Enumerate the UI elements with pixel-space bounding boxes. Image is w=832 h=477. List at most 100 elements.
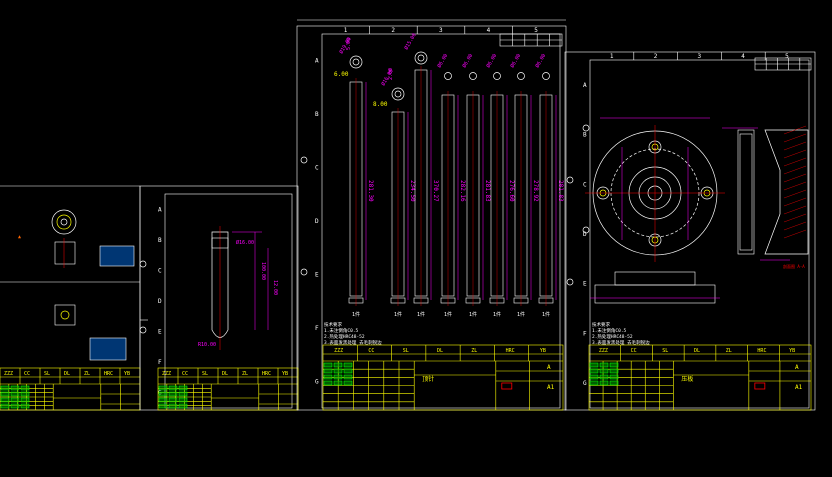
title-cell-fill — [168, 403, 178, 409]
pin-end-view — [444, 72, 452, 80]
pin-diameter-dim: Ø15.00 — [403, 32, 418, 51]
title-header-cell: ZZZ — [162, 371, 171, 377]
grid-column-label: 2 — [654, 53, 658, 60]
tech-note: 2.热处理HRC48-52 — [324, 333, 365, 340]
tech-note: 3.表面发黑处理 去毛刺锐边 — [592, 339, 650, 346]
pin-qty-label: 1件 — [417, 311, 425, 318]
section-hatch — [783, 189, 807, 199]
grid-column-label: 4 — [741, 53, 745, 60]
part-view-circle — [56, 214, 72, 230]
title-header-cell: HRC — [104, 371, 113, 377]
grid-row-label: E — [158, 329, 162, 336]
section-hatch — [783, 165, 807, 175]
scale-label: A — [795, 364, 799, 371]
grid-row-label: A — [315, 58, 319, 65]
title-header-cell: HRC — [757, 348, 766, 354]
section-hatch — [783, 141, 807, 151]
dimension-text: 8.00 — [373, 101, 388, 108]
hinge-circle — [300, 156, 308, 164]
bottom-view — [594, 284, 716, 304]
title-header-cell: SL — [403, 348, 409, 354]
pin-length-dim: 282.16 — [459, 180, 466, 202]
title-cell-fill — [10, 403, 20, 409]
sheet-middle: ABCDEFGØ16.00100.0012.00R10.00ZZZCCSLDLZ… — [139, 185, 299, 411]
title-header-cell: DL — [64, 371, 70, 377]
grid-row-label: F — [583, 330, 587, 337]
grid-row-label: B — [158, 237, 162, 244]
title-header-cell: ZL — [242, 371, 248, 377]
title-header-cell: DL — [222, 371, 228, 377]
grid-row-label: D — [158, 298, 162, 305]
bom-table — [99, 245, 135, 267]
title-cell-fill — [599, 362, 609, 368]
title-cell-fill — [20, 397, 30, 403]
dimension-text: 5.00 — [346, 38, 352, 50]
pin-qty-label: 1件 — [352, 311, 360, 318]
title-cell-fill — [10, 397, 20, 403]
marker-icon: ▲ — [18, 234, 21, 240]
grid-column-label: 5 — [785, 53, 789, 60]
title-header-cell: ZL — [471, 348, 477, 354]
pin-end-view — [517, 72, 525, 80]
section-hatch — [783, 197, 807, 207]
grid-column-label: 5 — [534, 27, 538, 34]
title-cell-fill — [599, 368, 609, 374]
grid-column-label: 1 — [610, 53, 614, 60]
slot-head — [211, 237, 229, 249]
side-view — [737, 129, 755, 255]
title-cell-fill — [343, 362, 353, 368]
tech-note: 技术要求 — [324, 321, 342, 328]
title-cell-fill — [323, 362, 333, 368]
title-cell-fill — [333, 368, 343, 374]
title-header-cell: YB — [789, 348, 795, 354]
part-view-rect — [54, 304, 76, 326]
title-cell-fill — [168, 391, 178, 397]
title-cell-fill — [158, 403, 168, 409]
grid-row-label: B — [583, 132, 587, 139]
pin-end-view — [469, 72, 477, 80]
slot-part — [211, 231, 229, 338]
section-hatch — [783, 229, 807, 239]
projection-symbol — [754, 382, 766, 390]
pin-end-view — [394, 90, 402, 98]
sheet-inner-frame — [589, 59, 810, 409]
grid-column-label: 4 — [487, 27, 491, 34]
title-cell-fill — [599, 380, 609, 386]
title-cell-fill — [158, 397, 168, 403]
title-block — [157, 367, 299, 411]
section-hatch — [783, 125, 807, 135]
pin-end-view — [352, 58, 360, 66]
hinge-circle — [566, 176, 574, 184]
title-header-cell: ZL — [726, 348, 732, 354]
title-cell-fill — [0, 391, 10, 397]
grid-row-label: B — [315, 111, 319, 118]
part-view-circle — [60, 218, 68, 226]
title-cell-fill — [178, 391, 188, 397]
title-cell-fill — [178, 385, 188, 391]
pin-qty-label: 1件 — [469, 311, 477, 318]
title-cell-fill — [343, 368, 353, 374]
title-header-cell: HRC — [262, 371, 271, 377]
dimension-text: 2.00 — [388, 68, 394, 80]
title-cell-fill — [20, 403, 30, 409]
pin-diameter-dim: Ø6.00 — [534, 52, 548, 69]
grid-column-label: 1 — [344, 27, 348, 34]
hinge-circle — [582, 124, 590, 132]
pin-length-dim: 278.92 — [532, 180, 539, 202]
title-header-cell: ZL — [84, 371, 90, 377]
part-view-circle — [60, 310, 70, 320]
grid-row-label: F — [315, 325, 319, 332]
bom-table — [89, 337, 127, 361]
title-header-cell: SL — [44, 371, 50, 377]
title-cell-fill — [333, 362, 343, 368]
title-cell-fill — [599, 374, 609, 380]
dimension-text: R10.00 — [198, 342, 216, 348]
scale-label: A1 — [795, 384, 803, 391]
title-header-cell: SL — [662, 348, 668, 354]
tech-note: 1.未注倒角C0.5 — [324, 327, 359, 334]
title-cell-fill — [158, 385, 168, 391]
